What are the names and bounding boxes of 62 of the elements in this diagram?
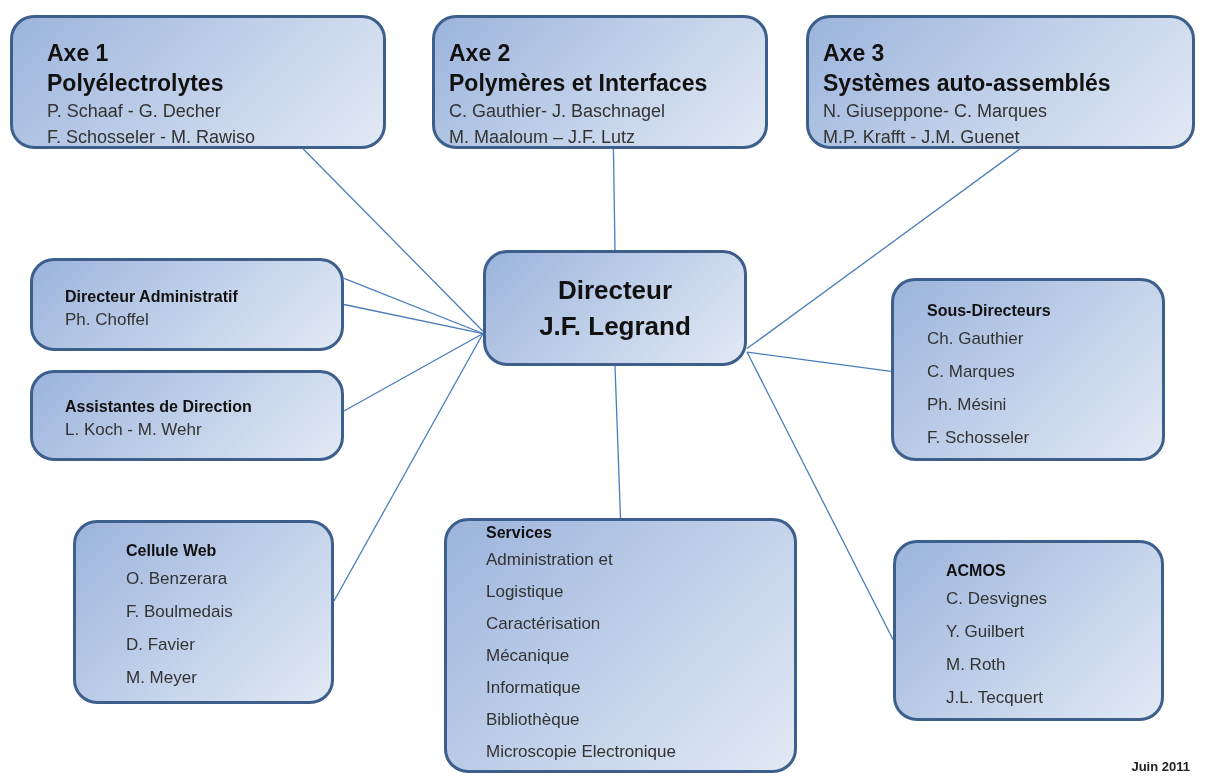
box-text: Mécanique [486,645,570,667]
box-text: Ph. Mésini [927,394,1007,416]
date-note: Juin 2011 [1131,759,1190,774]
connector-line [612,148,616,251]
org-box [893,540,1164,721]
box-text: Ch. Gauthier [927,328,1024,350]
box-text: M. Roth [946,654,1006,676]
connector-line [343,277,484,335]
box-heading: J.F. Legrand [539,310,691,343]
box-text: Caractérisation [486,613,601,635]
box-heading: Cellule Web [126,541,217,561]
box-text: C. Gauthier- J. Baschnagel [449,100,666,123]
box-text: Administration et [486,549,613,571]
box-text: D. Favier [126,634,195,656]
box-text: J.L. Tecquert [946,687,1044,709]
org-box [10,15,386,149]
box-text: Bibliothèque [486,709,580,731]
connector-line [746,351,894,641]
box-text: N. Giuseppone- C. Marques [823,100,1048,123]
box-text: C. Desvignes [946,588,1048,610]
box-heading: Sous-Directeurs [927,301,1051,321]
connector-line [746,148,1021,350]
box-text: M. Meyer [126,667,197,689]
connector-line [302,148,484,332]
box-text: O. Benzerara [126,568,228,590]
box-text: Ph. Choffel [65,309,149,331]
connector-line [614,365,622,519]
connector-line [333,332,484,602]
box-text: F. Schosseler - M. Rawiso [47,126,256,149]
org-box [891,278,1165,461]
box-text: F. Schosseler [927,427,1030,449]
box-text: M.P. Krafft - J.M. Guenet [823,126,1020,149]
box-heading: Assistantes de Direction [65,397,252,417]
org-box [30,258,344,351]
box-text: M. Maaloum – J.F. Lutz [449,126,636,149]
box-text: C. Marques [927,361,1015,383]
box-heading: Axe 2 [449,39,511,68]
box-text: F. Boulmedais [126,601,233,623]
connector-line [343,332,484,412]
box-heading: Polyélectrolytes [47,69,224,98]
box-heading: Systèmes auto-assemblés [823,69,1111,98]
box-heading: Services [486,523,552,543]
connector-line [343,303,484,335]
org-box [73,520,334,704]
box-text: L. Koch - M. Wehr [65,419,202,441]
box-heading: Directeur Administratif [65,287,238,307]
box-text: Informatique [486,677,581,699]
box-heading: Polymères et Interfaces [449,69,708,98]
org-box [483,250,747,366]
box-text: Y. Guilbert [946,621,1025,643]
box-text: Logistique [486,581,564,603]
box-heading: ACMOS [946,561,1006,581]
org-box [806,15,1195,149]
box-heading: Axe 1 [47,39,109,68]
box-heading: Axe 3 [823,39,885,68]
org-box [30,370,344,461]
connector-line [746,351,892,372]
box-text: Microscopie Electronique [486,741,676,763]
box-text: P. Schaaf - G. Decher [47,100,221,123]
org-box [432,15,768,149]
box-heading: Directeur [557,274,673,307]
org-box [444,518,797,773]
